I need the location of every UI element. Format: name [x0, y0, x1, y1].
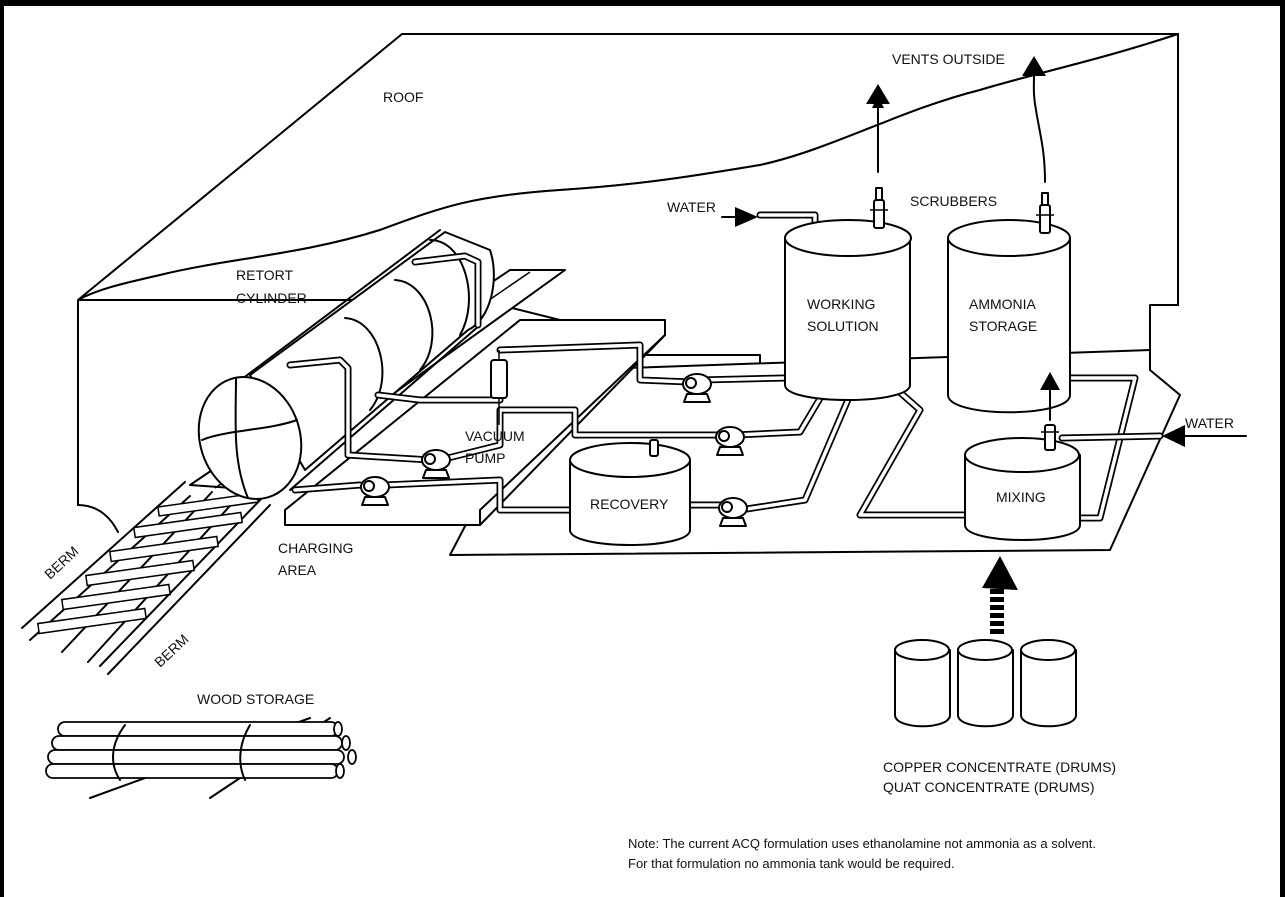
drum-2: [958, 640, 1013, 726]
pump-1: [683, 374, 711, 402]
pump-5: [361, 477, 389, 505]
formulation-note: Note: The current ACQ formulation uses e…: [628, 834, 1096, 874]
drum-feed-arrow: [982, 556, 1018, 634]
working-solution-label-line2: SOLUTION: [807, 318, 879, 334]
wood-storage: [46, 718, 356, 798]
vents-outside-label: VENTS OUTSIDE: [892, 51, 1005, 67]
pump-4: [422, 450, 450, 478]
note-line-1: Note: The current ACQ formulation uses e…: [628, 834, 1096, 854]
drum-1: [895, 640, 950, 726]
recovery-label: RECOVERY: [590, 496, 669, 512]
vacuum-pump-label-line2: PUMP: [465, 450, 505, 466]
wall-arch: [78, 505, 118, 532]
ammonia-storage-label-line1: AMMONIA: [969, 296, 1037, 312]
drum-3: [1021, 640, 1076, 726]
rail-tracks: [22, 482, 270, 674]
water-right-label: WATER: [1185, 415, 1234, 431]
retort-label-line1: RETORT: [236, 267, 293, 283]
recovery-tank: [570, 440, 690, 545]
scrubbers-label: SCRUBBERS: [910, 193, 997, 209]
pump-2: [716, 427, 744, 455]
charging-area-label-line1: CHARGING: [278, 540, 353, 556]
vacuum-pump-body: [491, 360, 507, 398]
retort-label-line2: CYLINDER: [236, 290, 307, 306]
note-line-2: For that formulation no ammonia tank wou…: [628, 854, 1096, 874]
wood-storage-label: WOOD STORAGE: [197, 691, 314, 707]
concentrate-drums: [895, 640, 1076, 726]
roof-label: ROOF: [383, 89, 423, 105]
quat-drums-label: QUAT CONCENTRATE (DRUMS): [883, 779, 1095, 795]
mixing-label: MIXING: [996, 489, 1046, 505]
ammonia-storage-label-line2: STORAGE: [969, 318, 1037, 334]
charging-area-label-line2: AREA: [278, 562, 317, 578]
copper-drums-label: COPPER CONCENTRATE (DRUMS): [883, 759, 1116, 775]
pump-3: [719, 498, 747, 526]
water-top-label: WATER: [667, 199, 716, 215]
vacuum-pump-label-line1: VACUUM: [465, 428, 525, 444]
berm-right-label: BERM: [151, 631, 191, 670]
working-solution-label-line1: WORKING: [807, 296, 875, 312]
berm-left-label: BERM: [41, 543, 81, 582]
